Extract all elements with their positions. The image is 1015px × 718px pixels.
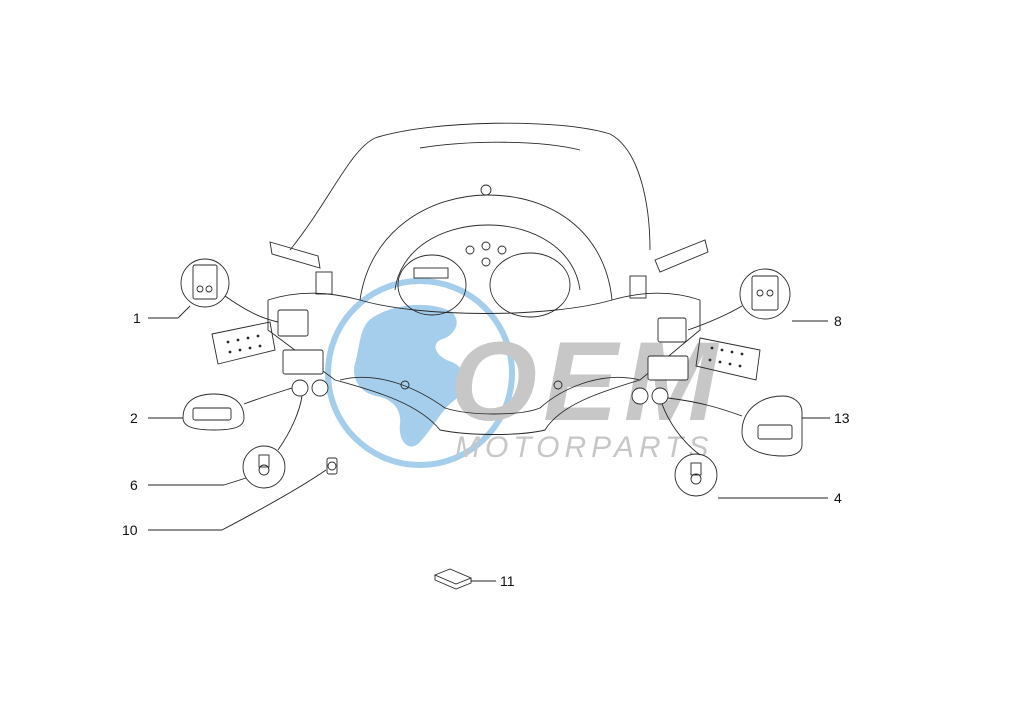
windshield (289, 122, 651, 251)
handlebar-cover (267, 239, 709, 435)
globe-icon (325, 278, 515, 468)
part-13-switch[interactable] (741, 395, 803, 457)
callout-labels: 1 2 6 10 11 8 13 4 (122, 310, 850, 589)
part-11-plate[interactable] (433, 568, 473, 590)
right-grip (695, 337, 761, 381)
oem-motorparts-watermark: OEM MOTORPARTS (325, 278, 717, 468)
right-switch-cluster (631, 317, 689, 405)
leader-lines (148, 295, 830, 582)
callout-8: 8 (834, 313, 842, 329)
watermark-subtitle: MOTORPARTS (455, 431, 713, 464)
callout-13: 13 (834, 410, 850, 426)
globe-continents (354, 304, 465, 447)
callout-6: 6 (130, 477, 138, 493)
part-10-bulb[interactable] (326, 457, 338, 475)
part-1-switch[interactable] (180, 258, 230, 308)
part-4-bulb[interactable] (674, 453, 718, 497)
callout-4: 4 (834, 490, 842, 506)
left-grip (211, 321, 276, 365)
left-switch-cluster (277, 309, 329, 397)
part-8-switch[interactable] (739, 268, 791, 320)
callout-1: 1 (133, 310, 141, 326)
callout-10: 10 (122, 522, 138, 538)
part-6-bulb[interactable] (242, 445, 286, 489)
callout-2: 2 (130, 410, 138, 426)
part-2-switch[interactable] (182, 393, 245, 431)
callout-11: 11 (500, 573, 515, 589)
instrument-cluster (359, 194, 613, 318)
